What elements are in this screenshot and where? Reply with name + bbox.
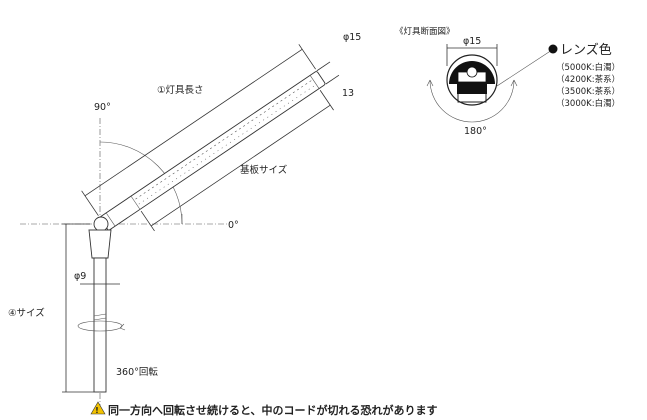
section-dia-label: φ15 (463, 36, 481, 47)
body-dia-label: φ15 (343, 32, 361, 43)
dim-13-label: 13 (342, 88, 354, 99)
arc-arrow-left (426, 79, 434, 87)
length-dim-line (84, 48, 303, 197)
cross-section: 《灯具断面図》 φ15 180° レンズ色 （5000K:白濁） （4200K:… (395, 26, 620, 137)
warning-icon-mark: ! (95, 406, 99, 415)
tip-ext-top (316, 61, 331, 72)
section-180-label: 180° (464, 126, 487, 137)
warning-icon (90, 401, 106, 415)
angle-90-label: 90° (94, 102, 111, 113)
tip-ext-bottom (325, 74, 340, 85)
base-collar (88, 229, 112, 259)
lamp-body-group (81, 44, 340, 232)
lens-option-4200k: （4200K:茶系） (556, 74, 620, 85)
section-led (466, 66, 478, 78)
led-board-line-2 (138, 85, 315, 205)
rotation-label: 360°回転 (116, 367, 158, 378)
section-title: 《灯具断面図》 (395, 26, 455, 37)
lamp-end-cap-line (105, 212, 116, 227)
lamp-joint-line (130, 195, 141, 210)
board-ext-left (140, 210, 155, 232)
lens-color-title: レンズ色 (560, 42, 612, 58)
angle-arc (99, 141, 183, 225)
board-ext-right (319, 90, 334, 111)
pole-size-label: ④サイズ (8, 307, 45, 319)
pole-break-2 (93, 317, 107, 321)
lens-option-3000k: （3000K:白濁） (556, 98, 620, 109)
lamp-tip-line (309, 75, 320, 89)
joint-ball (93, 216, 109, 232)
board-size-label: 基板サイズ (240, 164, 288, 176)
led-board-line (135, 80, 312, 200)
dia9-label: φ9 (74, 271, 86, 282)
lens-leader-line (496, 49, 553, 87)
board-dim-line (150, 104, 331, 227)
lens-marker-dot (548, 44, 558, 54)
arc-arrow-right (510, 79, 518, 87)
warning-note: ! 同一方向へ回転させ続けると、中のコードが切れる恐れがあります (90, 401, 438, 417)
section-180-arc (429, 79, 515, 123)
side-view: 90° 0° ①灯具長さ 基板サイズ φ15 13 φ9 ④サイズ 360°回転 (8, 32, 361, 412)
lamp-body (99, 71, 326, 231)
section-housing (457, 94, 487, 103)
lamp-length-label: ①灯具長さ (157, 85, 204, 96)
length-ext-left (81, 190, 99, 216)
lens-option-5000k: （5000K:白濁） (556, 62, 620, 73)
pole (93, 257, 107, 393)
rotation-arrow (119, 323, 126, 331)
lens-option-3500k: （3500K:茶系） (556, 86, 620, 97)
length-ext-right (298, 44, 316, 70)
pole-break-1 (93, 313, 107, 317)
warning-text: 同一方向へ回転させ続けると、中のコードが切れる恐れがあります (108, 403, 438, 417)
angle-0-label: 0° (228, 220, 239, 231)
